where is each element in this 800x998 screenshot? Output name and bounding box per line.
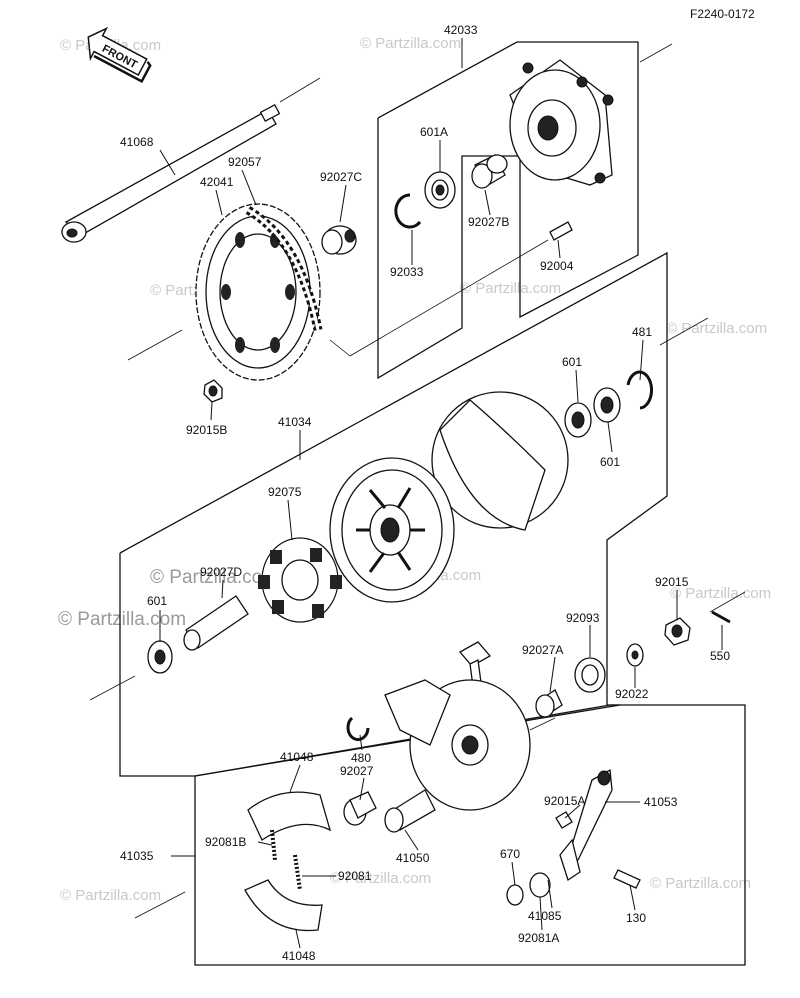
label-41085: 41085 [528,909,562,923]
chain-92057 [245,206,323,331]
bearing-601-left [147,640,173,674]
label-92081: 92081 [338,869,372,883]
cotter-pin-550 [711,610,731,624]
label-92015: 92015 [655,575,689,589]
label-42033: 42033 [444,23,478,37]
watermark-text: © Partzilla.com [670,585,771,602]
label-130: 130 [626,911,646,925]
seal-92093 [574,657,606,693]
watermark-text: © Partzilla.com [650,875,751,892]
watermark-text: © Partzilla.com [330,870,431,887]
label-41048-lower: 41048 [282,949,316,963]
bearing-601-middle [593,387,621,423]
spring-92081b [270,829,277,861]
label-92004: 92004 [540,259,574,273]
label-92022: 92022 [615,687,649,701]
wheel-hub-41034 [329,391,569,603]
leader-lines [159,38,723,949]
label-92015a: 92015A [544,794,585,808]
circlip-481 [626,370,654,410]
stud-92004 [549,221,573,241]
label-41034: 41034 [278,415,312,429]
part-labels: 42033 601A 41068 92057 92027C 42041 9202… [120,23,730,963]
watermark-main: © Partzilla.com [58,609,186,630]
watermark-text: © Partzilla.com [60,887,161,904]
label-92081b: 92081B [205,835,246,849]
watermark-text: © Partzilla.com [666,320,767,337]
label-92075: 92075 [268,485,302,499]
bearing-601-upper [564,402,592,438]
washer-92022 [626,643,644,667]
label-92027: 92027 [340,764,374,778]
collar-92027c [321,225,357,255]
label-92081a: 92081A [518,931,559,945]
circlip-480 [346,716,370,742]
figure-code: F2240-0172 [690,7,755,21]
label-42041: 42041 [200,175,234,189]
collar-92027 [343,791,377,826]
label-481: 481 [632,325,652,339]
sprocket-42041 [195,203,321,381]
axle-41068 [61,103,281,243]
brake-shoe-41048-upper [247,791,332,841]
label-92015b: 92015B [186,423,227,437]
label-601-middle: 601 [600,455,620,469]
brake-panel [384,679,531,811]
label-92093: 92093 [566,611,600,625]
nut-92015b [203,379,223,403]
damper-92075 [258,537,342,623]
coupling-42033 [509,59,614,186]
collar-92027a [535,689,563,718]
collar-92027b [471,154,508,189]
watermark-text: © Partzilla.com [360,35,461,52]
watermarks: © Partzilla.com © Partzilla.com © Partzi… [58,35,771,904]
brake-shoe-41048-lower [244,879,323,932]
label-41035: 41035 [120,849,154,863]
label-670: 670 [500,847,520,861]
indicator-41085 [559,838,581,882]
label-92033: 92033 [390,265,424,279]
label-41048-upper: 41048 [280,750,314,764]
watermark-text: © Partzilla.com [460,280,561,297]
label-92027a: 92027A [522,643,563,657]
spring-92081a [529,872,551,898]
label-601-upper: 601 [562,355,582,369]
camshaft-41050 [384,789,436,833]
watermark-main: © Partzilla.com [150,567,278,588]
bearing-601a [424,171,456,209]
label-550: 550 [710,649,730,663]
o-ring-670 [506,884,524,906]
label-601a: 601A [420,125,448,139]
collar-92027d [183,595,249,651]
spring-92081 [293,854,302,891]
label-480: 480 [351,751,371,765]
label-41050: 41050 [396,851,430,865]
label-41053: 41053 [644,795,678,809]
label-92057: 92057 [228,155,262,169]
label-41068: 41068 [120,135,154,149]
label-92027b: 92027B [468,215,509,229]
label-92027c: 92027C [320,170,362,184]
nut-92015 [664,617,691,646]
bolt-130 [613,869,641,889]
label-601-left: 601 [147,594,167,608]
label-92027d: 92027D [200,565,242,579]
center-lines [89,43,746,919]
assembly-frames [119,41,746,966]
circlip-92033 [394,193,422,229]
